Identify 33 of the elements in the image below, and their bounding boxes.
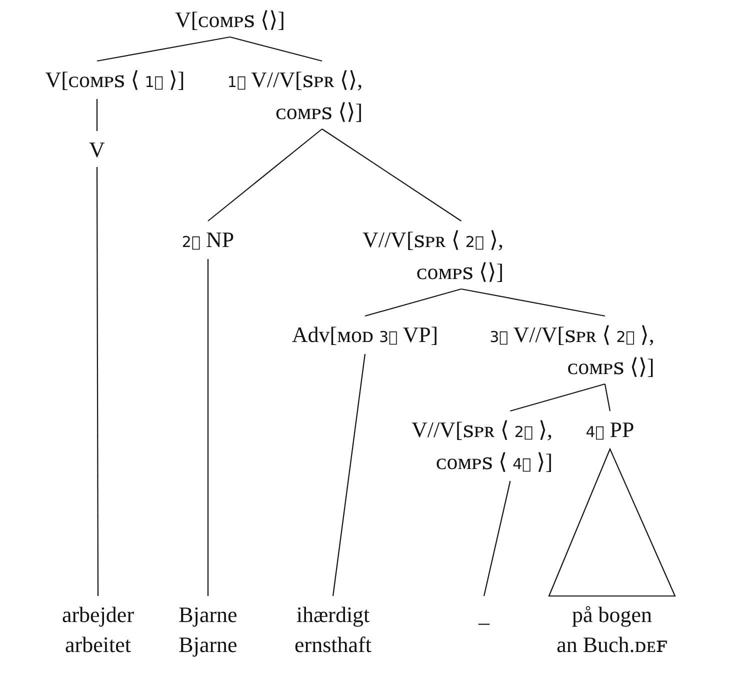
gloss-word: an Buch.ᴅᴇꜰ (556, 631, 668, 659)
tree-branch (96, 167, 99, 596)
word: Bjarne (178, 601, 238, 629)
tree-branch (322, 128, 462, 222)
triangle-roof (548, 448, 676, 597)
tree-branch (207, 259, 209, 596)
category-label: V (89, 136, 105, 164)
category-label: V[ᴄᴏᴍᴘꜱ ⟨⟩] (175, 6, 285, 34)
category-label: Adv[ᴍᴏᴅ 3⃞ VP] (292, 321, 438, 349)
gloss-word: ernsthaft (294, 631, 372, 659)
tree-branch (332, 354, 366, 596)
word: på bogen (570, 601, 653, 629)
tree-branch (510, 383, 606, 412)
category-label: V//V[ꜱᴘʀ ⟨ 2⃞ ⟩, ᴄᴏᴍᴘꜱ ⟨ 4⃞ ⟩] (411, 416, 553, 476)
tree-branch (461, 288, 606, 317)
category-label: V[ᴄᴏᴍᴘꜱ ⟨ 1⃞ ⟩] (45, 66, 185, 94)
tree-branch (230, 36, 322, 62)
tree-branch (364, 288, 462, 317)
tree-branch (96, 36, 230, 62)
category-label: V//V[ꜱᴘʀ ⟨ 2⃞ ⟩, ᴄᴏᴍᴘꜱ ⟨⟩] (362, 226, 504, 286)
word: ihærdigt (295, 601, 371, 629)
word: arbejder (62, 601, 134, 629)
tree-branch (483, 480, 511, 596)
tree-branch (208, 128, 322, 222)
word: _ (478, 601, 490, 629)
category-label: 4⃞ PP (586, 416, 634, 444)
category-label: 1⃞ V//V[ꜱᴘʀ ⟨⟩, ᴄᴏᴍᴘꜱ ⟨⟩] (227, 66, 363, 126)
tree-branch (96, 99, 98, 131)
gloss-word: arbeitet (64, 631, 132, 659)
category-label: 2⃞ NP (182, 226, 234, 254)
category-label: 3⃞ V//V[ꜱᴘʀ ⟨ 2⃞ ⟩, ᴄᴏᴍᴘꜱ ⟨⟩] (490, 321, 654, 381)
gloss-word: Bjarne (178, 631, 238, 659)
tree-branch (604, 384, 611, 412)
